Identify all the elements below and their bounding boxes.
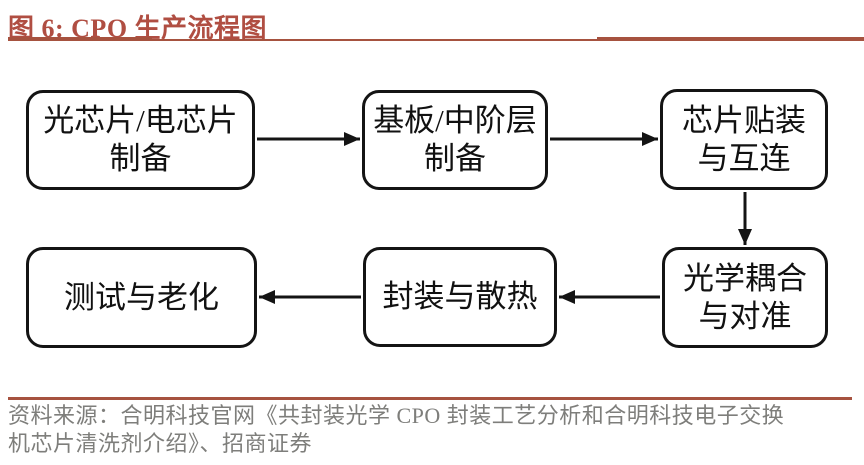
node-label-line: 光芯片/电芯片 — [43, 103, 238, 138]
title-underline-thick-right — [597, 37, 864, 41]
source-note-line: 资料来源：合明科技官网《共封装光学 CPO 封装工艺分析和合明科技电子交换 — [8, 403, 785, 428]
footer-divider-rule — [8, 397, 852, 400]
node-label-line: 芯片贴装 — [682, 102, 806, 138]
node-label-line: 与对准 — [698, 298, 792, 334]
flow-node-substrate-interposer-prep: 基板/中阶层 制备 — [362, 90, 548, 190]
flow-node-test-burn-in: 测试与老化 — [26, 247, 257, 348]
flow-node-optical-electrical-chip-prep: 光芯片/电芯片 制备 — [26, 90, 255, 190]
node-label-line: 光学耦合 — [683, 260, 807, 296]
flow-node-die-attach-interconnect: 芯片贴装 与互连 — [660, 89, 828, 190]
node-label-line: 与互连 — [697, 140, 791, 176]
node-label-line: 测试与老化 — [64, 279, 219, 315]
flow-node-packaging-heat-dissipation: 封装与散热 — [363, 247, 557, 347]
title-underline-thick-left — [8, 37, 152, 41]
title-underline-thin-middle — [150, 39, 597, 41]
flow-node-optical-coupling-alignment: 光学耦合 与对准 — [662, 247, 828, 348]
source-note-line: 机芯片清洗剂介绍》、招商证券 — [8, 431, 313, 456]
node-label-line: 基板/中阶层 — [373, 103, 537, 138]
node-label-line: 制备 — [109, 141, 172, 176]
node-label-line: 制备 — [424, 141, 486, 176]
node-label-line: 封装与散热 — [382, 279, 538, 314]
source-note: 资料来源：合明科技官网《共封装光学 CPO 封装工艺分析和合明科技电子交换 机芯… — [8, 402, 858, 458]
